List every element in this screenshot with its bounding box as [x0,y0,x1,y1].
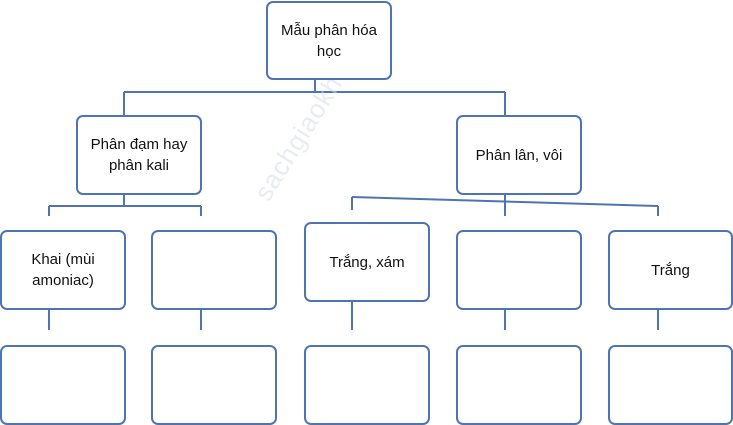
node-level3-4 [456,345,582,425]
node-level2-3: Trắng, xám [304,222,430,302]
node-level3-1 [0,345,126,425]
node-nitrogen-potassium-label: Phân đạm hay phân kali [90,136,188,174]
node-level2-4 [456,230,582,310]
node-phosphate-lime-label: Phân lân, vôi [475,146,563,164]
node-level2-5-label: Trắng [651,261,690,279]
node-level2-1: Khai (mùi amoniac) [0,230,126,310]
node-phosphate-lime: Phân lân, vôi [456,115,582,195]
node-nitrogen-potassium: Phân đạm hay phân kali [76,115,202,195]
node-level2-5: Trắng [608,230,733,310]
node-level2-1-label: Khai (mùi amoniac) [31,251,95,289]
node-level3-5 [608,345,733,425]
root-node: Mẫu phân hóa học [266,1,392,80]
node-level3-2 [151,345,277,425]
node-level2-3-label: Trắng, xám [329,253,405,271]
node-level2-2 [151,230,277,310]
root-node-label: Mẫu phân hóa học [281,21,377,60]
connector-right-bar [351,196,659,207]
node-level3-3 [304,345,430,425]
